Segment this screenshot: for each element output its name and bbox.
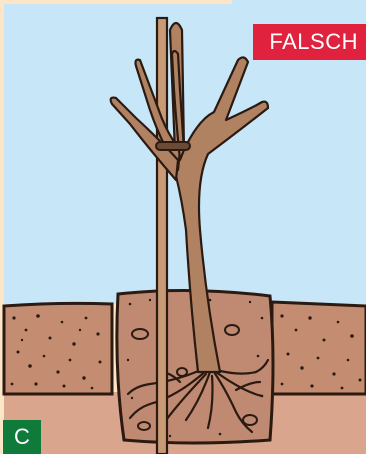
sky-top-extension	[232, 0, 366, 6]
topsoil-left	[4, 303, 112, 394]
panel-label: C	[3, 420, 41, 454]
tree-tie	[156, 142, 190, 150]
falsch-badge: FALSCH	[253, 24, 366, 60]
topsoil-right	[272, 302, 366, 394]
support-stake	[157, 18, 167, 454]
